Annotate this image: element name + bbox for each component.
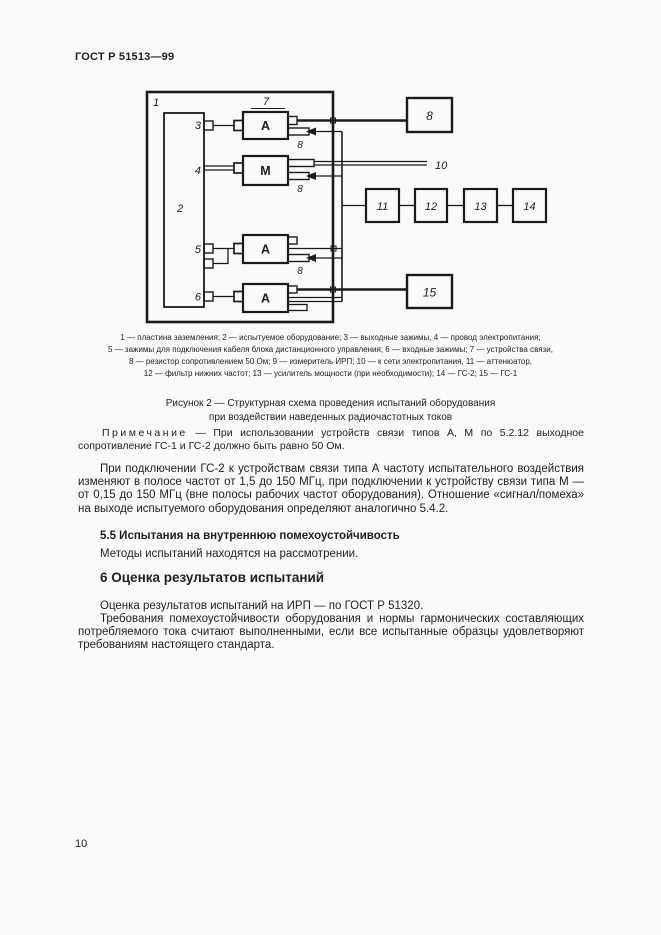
device-letter-a1: А — [261, 119, 270, 133]
generator-gs2-box-14 — [511, 187, 548, 224]
resistor-a2 — [287, 253, 310, 263]
figure-2-diagram: 1 2 3 А 7 8 4 М 10 8 11 12 13 14 5 А — [145, 90, 548, 324]
terminal-3-connector — [203, 120, 214, 131]
diagram-label-box8: 8 — [426, 109, 433, 123]
coupling-device-m-box — [241, 154, 290, 187]
paragraph-5-4: При подключении ГС-2 к устройствам связи… — [78, 463, 584, 515]
diagram-label-5: 5 — [195, 244, 202, 256]
device-letter-a3: А — [261, 292, 270, 306]
diagram-label-6: 6 — [195, 292, 202, 304]
diagram-label-3: 3 — [195, 120, 202, 132]
page-number: 10 — [75, 838, 88, 850]
legend-line-4: 12 — фильтр нижних частот; 13 — усилител… — [143, 369, 518, 378]
legend-line-1: 1 — пластина заземления; 2 — испытуемое … — [120, 333, 541, 342]
arrow-left-m — [306, 172, 316, 180]
diagram-label-12: 12 — [425, 201, 437, 213]
diagram-label-7: 7 — [263, 96, 270, 108]
figure-legend: 1 — пластина заземления; 2 — испытуемое … — [0, 332, 661, 380]
diagram-label-8-a2: 8 — [297, 266, 303, 277]
diagram-label-14: 14 — [523, 201, 535, 213]
paragraph-6-1: Оценка результатов испытаний на ИРП — по… — [100, 600, 424, 612]
diagram-label-8-a1: 8 — [297, 140, 303, 151]
equipment-under-test-box — [163, 112, 205, 308]
diagram-label-2: 2 — [176, 203, 183, 215]
note-label: Примечание — [102, 427, 188, 439]
diagram-label-4: 4 — [195, 165, 201, 177]
diagram-label-11: 11 — [377, 201, 388, 213]
legend-line-2: 5 — зажимы для подключения кабеля блока … — [108, 345, 553, 354]
ground-plane-box — [145, 90, 335, 324]
note-text: — При использовании устройств связи типо… — [78, 427, 584, 452]
diagram-label-13: 13 — [474, 201, 487, 213]
paragraph-6-2: Требования помехоустойчивости оборудован… — [78, 613, 584, 652]
diagram-label-15: 15 — [423, 286, 437, 300]
heading-6: 6 Оценка результатов испытаний — [100, 570, 325, 585]
box-8 — [405, 96, 454, 134]
arrow-left-a1 — [306, 127, 316, 136]
paragraph-5-5: Методы испытаний находятся на рассмотрен… — [100, 548, 359, 560]
diagram-label-8-m: 8 — [297, 184, 303, 195]
arrow-left-a2 — [306, 254, 316, 262]
figure-caption-line-2: при воздействии наведенных радиочастотны… — [208, 412, 453, 423]
note-paragraph: Примечание — При использовании устройств… — [78, 427, 584, 452]
diagram-label-1: 1 — [153, 97, 159, 109]
terminal-6-connector — [203, 291, 214, 302]
figure-caption: Рисунок 2 — Структурная схема проведения… — [0, 397, 661, 425]
heading-5-5: 5.5 Испытания на внутреннюю помехоустойч… — [100, 530, 400, 542]
resistor-m — [287, 171, 310, 181]
generator-gs1-box-15 — [405, 273, 454, 310]
device-letter-a2: А — [261, 243, 270, 257]
legend-line-3: 8 — резистор сопротивлением 50 Ом; 9 — и… — [128, 357, 533, 366]
resistor-a1 — [287, 127, 310, 136]
coupling-device-a1-box — [241, 110, 290, 141]
terminal-5-connector — [203, 243, 214, 254]
standard-number-header: ГОСТ Р 51513—99 — [75, 51, 175, 63]
figure-caption-line-1: Рисунок 2 — Структурная схема проведения… — [165, 398, 496, 409]
device-letter-m: М — [260, 164, 270, 178]
diagram-label-10: 10 — [435, 160, 448, 172]
